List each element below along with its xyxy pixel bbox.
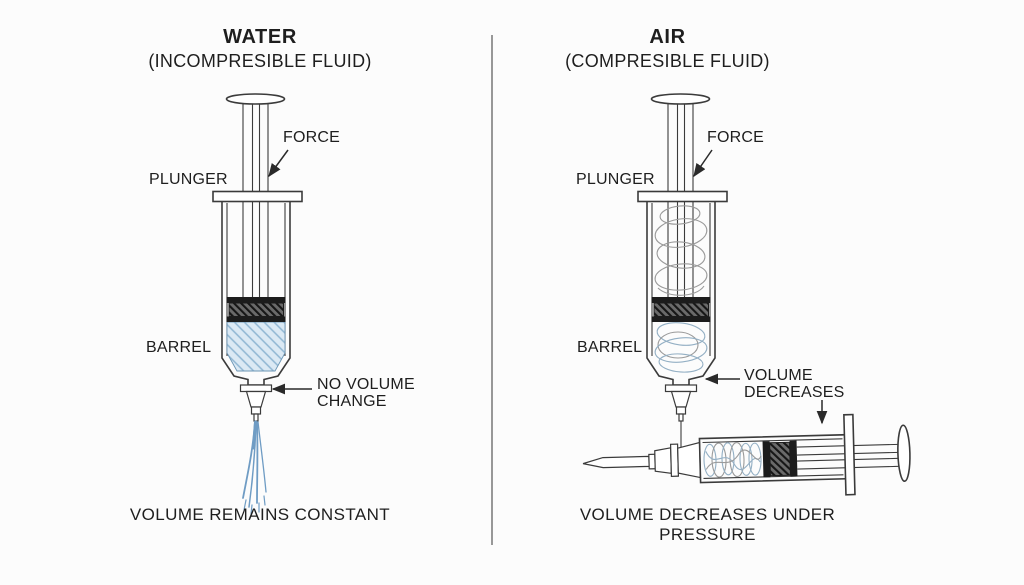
plunger-label-left: PLUNGER: [149, 171, 228, 188]
needle: [582, 455, 650, 469]
plunger-top-plate: [225, 93, 286, 105]
syringe-tip: [239, 384, 273, 422]
barrel-label-left: BARREL: [146, 339, 212, 356]
air-swirls-upper: [654, 205, 708, 296]
plunger-stopper: [762, 440, 798, 478]
water-title: WATER: [223, 26, 297, 48]
plunger-label-right: PLUNGER: [576, 171, 655, 188]
force-label-left: FORCE: [283, 129, 340, 146]
air-syringe-vertical-illustration: [637, 93, 828, 455]
plunger-top-plate: [650, 93, 711, 105]
barrel-label-right: BARREL: [577, 339, 643, 356]
water-subtitle: (INCOMPRESIBLE FLUID): [148, 51, 372, 71]
water-panel-header: WATER (INCOMPRESIBLE FLUID): [110, 26, 410, 72]
volume-decreases-label: VOLUME DECREASES: [744, 367, 845, 401]
barrel-flange: [637, 190, 728, 203]
water-syringe-illustration: [212, 93, 312, 515]
plunger-top-plate: [897, 424, 911, 483]
air-swirls-lower: [654, 322, 708, 373]
force-label-right: FORCE: [707, 129, 764, 146]
no-volume-change-label: NO VOLUME CHANGE: [317, 376, 415, 410]
air-title: AIR: [649, 26, 686, 48]
barrel-flange: [843, 413, 856, 496]
air-syringe-horizontal-illustration: [582, 413, 911, 496]
syringe-tip: [664, 384, 698, 455]
barrel-flange: [212, 190, 303, 203]
water-fill: [226, 321, 286, 372]
plunger-stopper: [226, 297, 286, 322]
air-panel-header: AIR (COMPRESIBLE FLUID): [520, 26, 815, 72]
water-caption: VOLUME REMAINS CONSTANT: [129, 505, 391, 524]
water-spray: [242, 420, 267, 515]
air-subtitle: (COMPRESIBLE FLUID): [565, 51, 770, 71]
force-arrow-left: [268, 149, 289, 178]
air-caption: VOLUME DECREASES UNDER PRESSURE: [579, 505, 836, 544]
force-arrow-right: [693, 149, 713, 178]
needle-hub: [648, 441, 702, 479]
compressed-air-scribbles: [703, 442, 762, 478]
plunger-stopper: [651, 297, 711, 322]
